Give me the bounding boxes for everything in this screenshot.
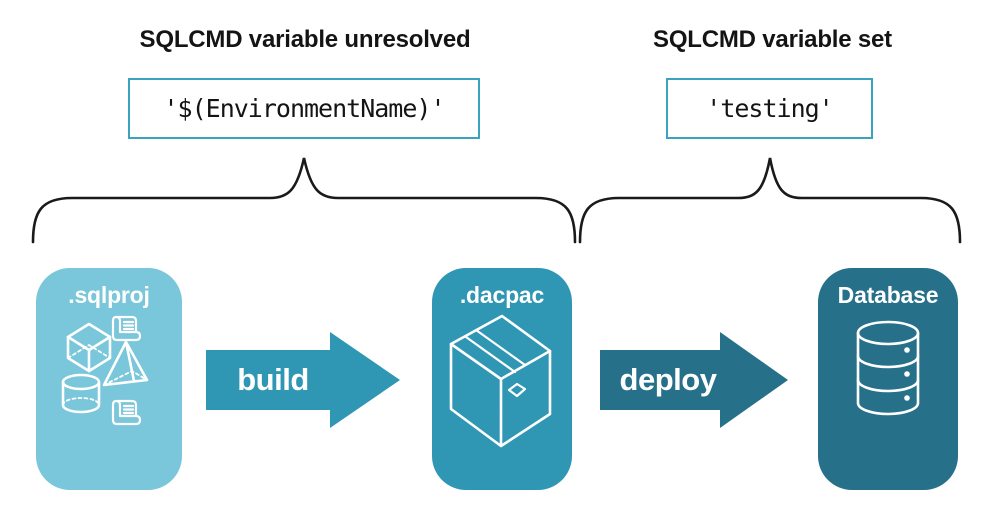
brace-right-icon	[578, 157, 962, 244]
sql-objects-icon	[61, 315, 149, 426]
node-sqlproj: .sqlproj	[36, 268, 182, 490]
node-database-label: Database	[837, 282, 939, 308]
node-database: Database	[818, 268, 958, 490]
deploy-arrow-label: deploy	[619, 362, 717, 397]
code-testing: 'testing'	[706, 94, 833, 123]
heading-variable-set: SQLCMD variable set	[653, 26, 892, 53]
brace-left-icon	[31, 157, 577, 244]
heading-variable-unresolved: SQLCMD variable unresolved	[139, 26, 471, 53]
node-sqlproj-label: .sqlproj	[68, 282, 150, 308]
code-box-environment-name: '$(EnvironmentName)'	[128, 78, 480, 139]
build-arrow-label: build	[237, 362, 309, 397]
code-box-testing: 'testing'	[666, 78, 873, 139]
node-dacpac: .dacpac	[432, 268, 572, 490]
arrow-deploy: deploy	[600, 332, 788, 428]
package-icon	[449, 314, 552, 448]
node-dacpac-label: .dacpac	[459, 282, 545, 308]
database-icon	[856, 320, 920, 416]
arrow-build: build	[206, 332, 400, 428]
code-environment-name: '$(EnvironmentName)'	[163, 94, 445, 123]
deploy-arrow-icon	[600, 332, 788, 428]
build-arrow-icon	[206, 332, 400, 428]
